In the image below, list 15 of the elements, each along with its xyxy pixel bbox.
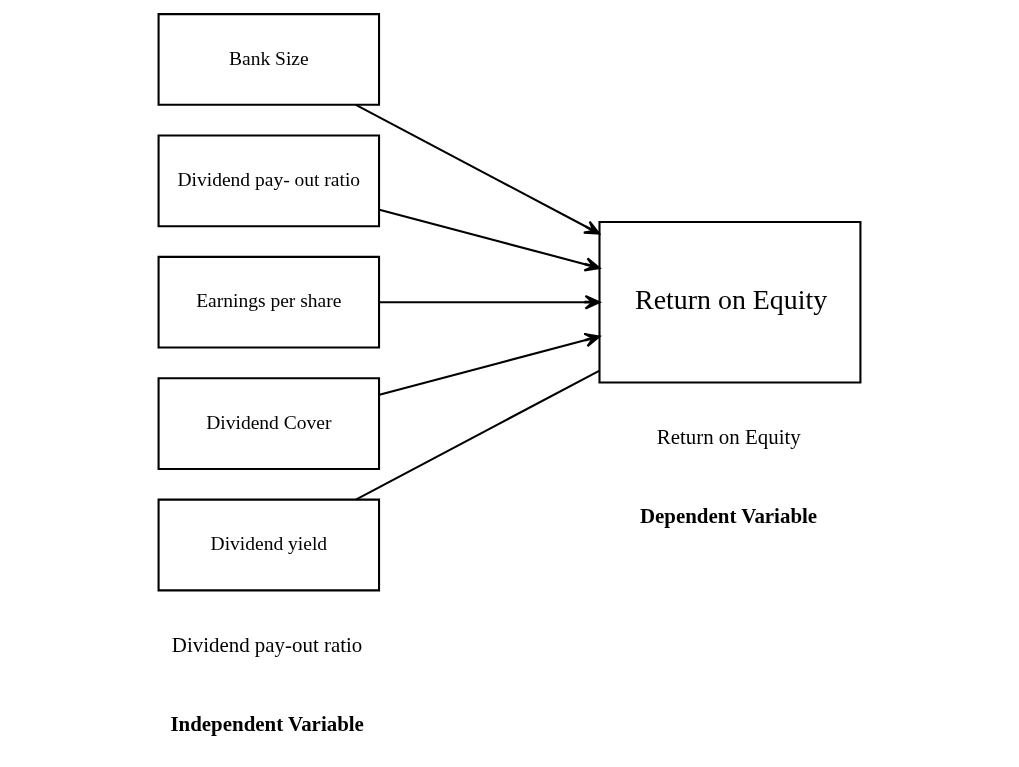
node-box: Dividend Cover (157, 377, 381, 470)
node-box: Dividend pay- out ratio (157, 134, 381, 228)
node-box: Dividend yield (157, 498, 381, 592)
node-box: Return on Equity (598, 220, 862, 384)
label: Independent Variable (170, 712, 364, 737)
arrow (379, 332, 601, 396)
label: Return on Equity (656, 424, 801, 449)
arrow (355, 103, 601, 235)
label: Dependent Variable (639, 504, 818, 529)
label: Dividend pay-out ratio (171, 632, 363, 657)
connector (355, 369, 600, 501)
node-box: Bank Size (157, 13, 381, 106)
arrow (379, 294, 601, 310)
arrow (379, 208, 601, 272)
node-box: Earnings per share (157, 255, 381, 349)
